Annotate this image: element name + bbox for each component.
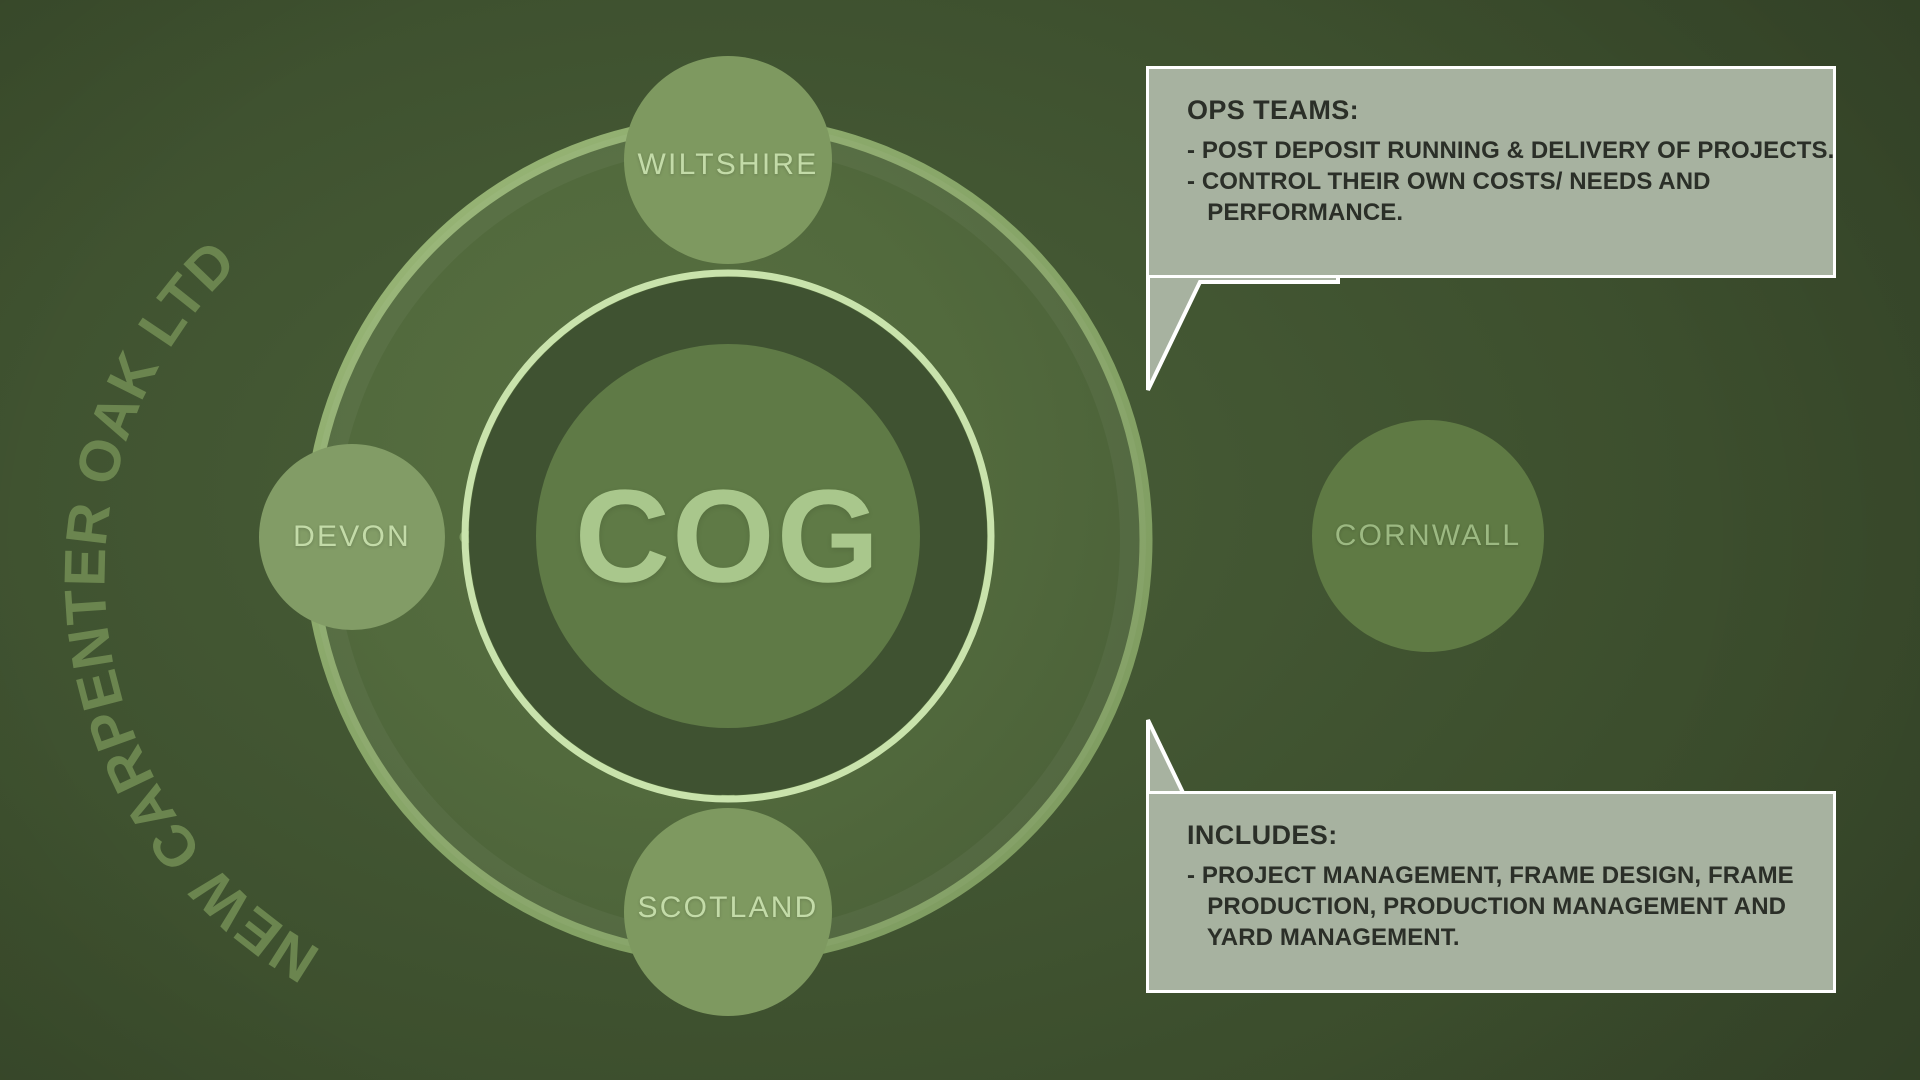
callout-line: PRODUCTION, PRODUCTION MANAGEMENT AND (1187, 893, 1787, 921)
node-circle-cornwall[interactable] (1312, 420, 1544, 652)
node-label-scotland: SCOTLAND (637, 891, 819, 924)
cog-ring (461, 269, 995, 803)
cog-center-label: COG (574, 462, 882, 610)
node-circle-wiltshire[interactable] (624, 56, 832, 264)
callout-tail-ops-teams (1146, 268, 1340, 391)
callout-includes[interactable]: INCLUDES: - PROJECT MANAGEMENT, FRAME DE… (1146, 791, 1836, 993)
node-circle-devon[interactable] (259, 444, 445, 630)
svg-text:NEW CARPENTER OAK LTD: NEW CARPENTER OAK LTD (52, 228, 329, 995)
callout-line: - PROJECT MANAGEMENT, FRAME DESIGN, FRAM… (1187, 862, 1794, 889)
node-circle-scotland[interactable] (624, 808, 832, 1016)
callout-title-ops-teams: OPS TEAMS: (1187, 95, 1360, 125)
node-label-cornwall: CORNWALL (1334, 519, 1522, 552)
callout-line: - CONTROL THEIR OWN COSTS/ NEEDS AND (1187, 168, 1711, 196)
callout-title-includes: INCLUDES: (1187, 820, 1338, 850)
node-label-wiltshire: WILTSHIRE (637, 148, 819, 181)
node-label-devon: DEVON (293, 520, 411, 553)
callout-line: YARD MANAGEMENT. (1187, 924, 1460, 952)
callout-ops-teams[interactable]: OPS TEAMS: - POST DEPOSIT RUNNING & DELI… (1146, 66, 1836, 278)
cog-core (536, 344, 920, 728)
brand-curved-text: NEW CARPENTER OAK LTD (52, 228, 329, 995)
callout-line: - POST DEPOSIT RUNNING & DELIVERY OF PRO… (1187, 137, 1835, 164)
callout-line: PERFORMANCE. (1187, 199, 1404, 227)
